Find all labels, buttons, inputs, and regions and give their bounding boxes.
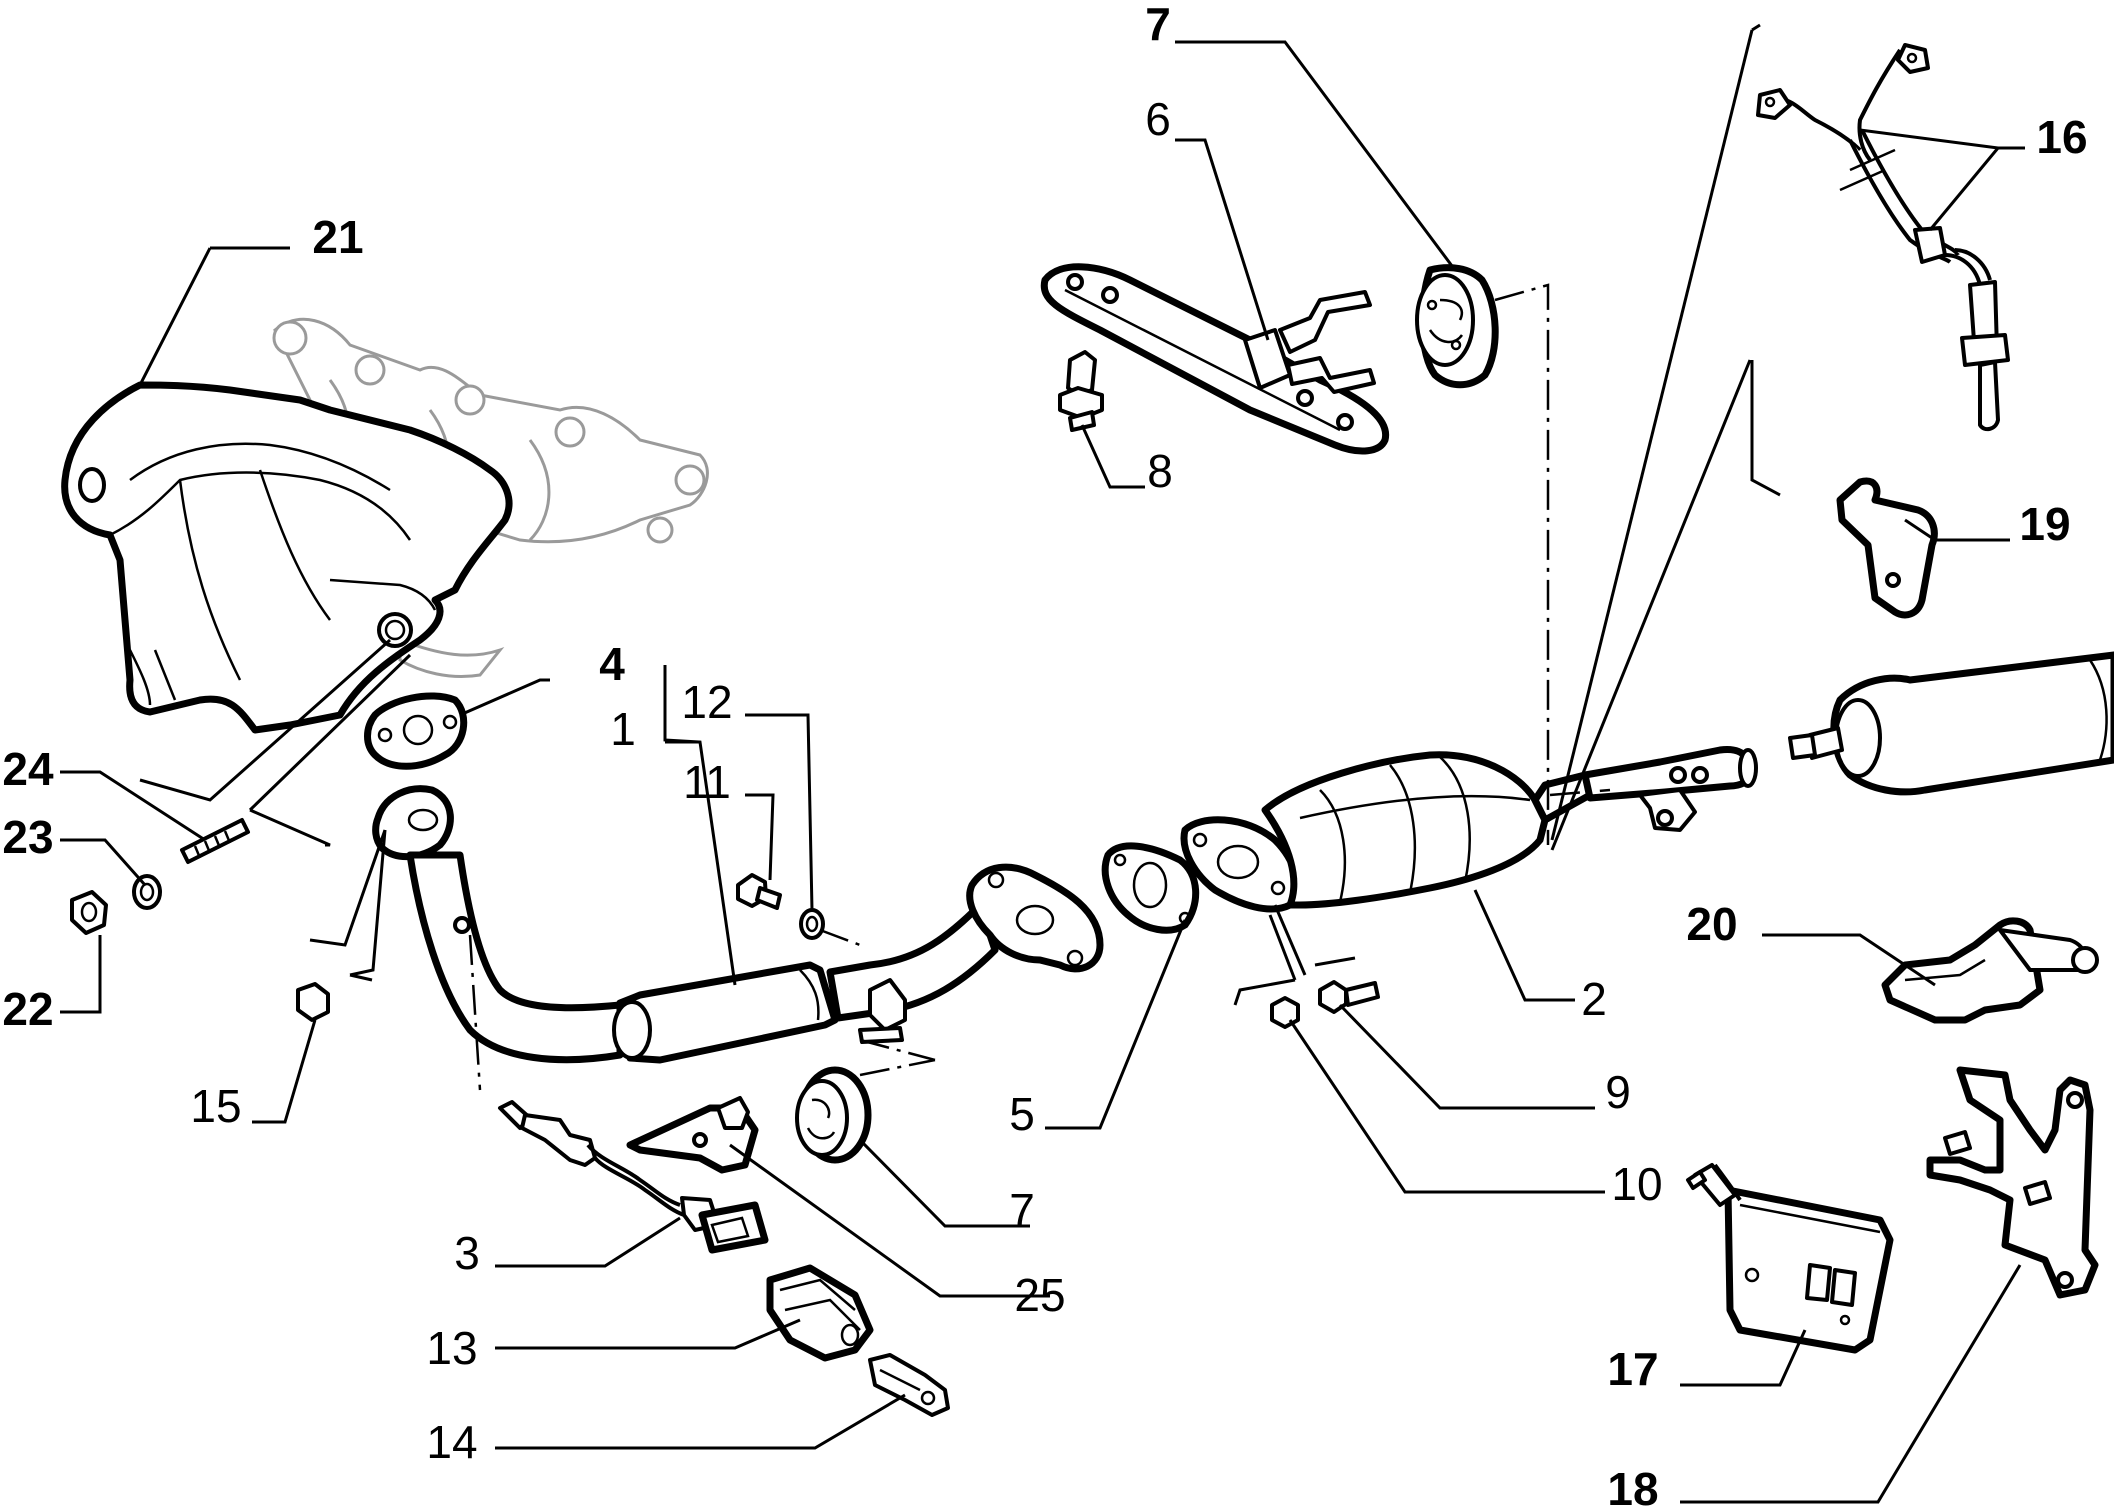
- serrated-washer: [132, 874, 162, 910]
- callout-21: 21: [312, 211, 363, 263]
- silencer: [1788, 651, 2114, 796]
- callout-19: 19: [2019, 498, 2070, 550]
- callout-6: 6: [1145, 93, 1171, 145]
- heat-shield-bracket: [1881, 917, 2099, 1024]
- hex-nut: [70, 890, 108, 935]
- callout-3: 3: [454, 1227, 480, 1279]
- callout-1: 1: [610, 703, 636, 755]
- callout-2: 2: [1581, 973, 1607, 1025]
- catalyst-flange-gasket: [1101, 842, 1200, 934]
- connector-terminal: [868, 1353, 950, 1417]
- lambda-sensor: [498, 1100, 769, 1254]
- control-unit-bracket: [1926, 1066, 2099, 1299]
- callout-14: 14: [426, 1416, 477, 1468]
- stud: [180, 818, 250, 864]
- callout-23: 23: [2, 811, 53, 863]
- electronic-control-unit: [1686, 1163, 1894, 1354]
- wiring-harness: [1756, 43, 2010, 432]
- mount-bolt: [1058, 350, 1104, 432]
- small-bracket: [1836, 477, 1938, 619]
- converter-nut: [1270, 996, 1300, 1029]
- callout-25: 25: [1014, 1269, 1065, 1321]
- callout-11: 11: [683, 756, 731, 808]
- callout-7-upper: 7: [1145, 0, 1171, 50]
- callout-5: 5: [1009, 1088, 1035, 1140]
- callout-18: 18: [1607, 1463, 1658, 1508]
- rubber-mount-lower: [795, 1066, 872, 1164]
- heat-shield: [61, 381, 513, 734]
- callout-13: 13: [426, 1322, 477, 1374]
- manifold-gasket: [364, 692, 468, 770]
- leader-lines: [60, 40, 2025, 1504]
- callout-9: 9: [1605, 1066, 1631, 1118]
- callout-16: 16: [2036, 111, 2087, 163]
- callout-7-lower: 7: [1009, 1184, 1035, 1236]
- flange-bolt: [736, 873, 782, 910]
- rubber-mount-upper: [1415, 264, 1499, 389]
- callout-24: 24: [2, 743, 54, 795]
- sensor-bracket: [626, 1096, 759, 1174]
- callout-15: 15: [190, 1080, 241, 1132]
- callout-17: 17: [1607, 1343, 1658, 1395]
- callout-10: 10: [1611, 1158, 1662, 1210]
- front-exhaust-pipe: [372, 785, 1104, 1064]
- flange-nut: [296, 982, 330, 1022]
- callout-20: 20: [1686, 898, 1737, 950]
- wiring-connector: [766, 1264, 874, 1362]
- callout-22: 22: [2, 983, 53, 1035]
- catalytic-converter: [1180, 746, 1758, 913]
- bolt-washer: [799, 908, 825, 940]
- callout-12: 12: [681, 676, 732, 728]
- reference-lines: [139, 23, 1781, 1091]
- callout-4: 4: [599, 638, 625, 690]
- callout-8: 8: [1147, 445, 1173, 497]
- converter-bolt: [1318, 980, 1380, 1014]
